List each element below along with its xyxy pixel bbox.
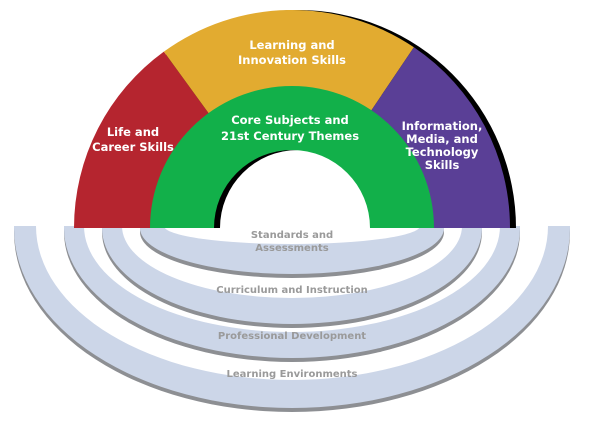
segment-learning-innovation	[163, 10, 414, 114]
label-curriculum-instruction: Curriculum and Instruction	[216, 285, 368, 296]
svg-text:Technology: Technology	[406, 145, 479, 159]
platform-standards-assessments	[140, 226, 444, 278]
label-learning-innovation: Learning and Innovation Skills	[238, 38, 346, 67]
student-outcomes-rainbow	[74, 10, 516, 229]
svg-text:Innovation Skills: Innovation Skills	[238, 53, 346, 67]
segment-core-subjects	[150, 86, 434, 228]
svg-text:Media, and: Media, and	[406, 132, 478, 146]
svg-text:Life and: Life and	[107, 125, 159, 139]
label-life-career: Life and Career Skills	[92, 125, 174, 154]
segment-life-career	[74, 51, 210, 229]
support-systems-platforms	[14, 226, 570, 412]
svg-text:Information,: Information,	[402, 119, 483, 133]
platform-inner	[164, 226, 420, 244]
svg-text:Standards and: Standards and	[251, 230, 333, 241]
label-information-media-technology: Information, Media, and Technology Skill…	[402, 119, 483, 172]
label-professional-development: Professional Development	[218, 331, 366, 342]
svg-text:Career Skills: Career Skills	[92, 140, 174, 154]
label-core-subjects: Core Subjects and 21st Century Themes	[221, 113, 359, 143]
svg-text:21st Century Themes: 21st Century Themes	[221, 129, 359, 143]
label-standards-assessments: Standards and Assessments	[251, 230, 333, 254]
svg-text:Assessments: Assessments	[255, 243, 328, 254]
segment-information-media-technology	[370, 47, 510, 229]
svg-text:Skills: Skills	[425, 158, 460, 172]
svg-text:Learning and: Learning and	[249, 38, 334, 52]
label-learning-environments: Learning Environments	[226, 369, 357, 380]
svg-text:Core Subjects and: Core Subjects and	[231, 113, 349, 127]
